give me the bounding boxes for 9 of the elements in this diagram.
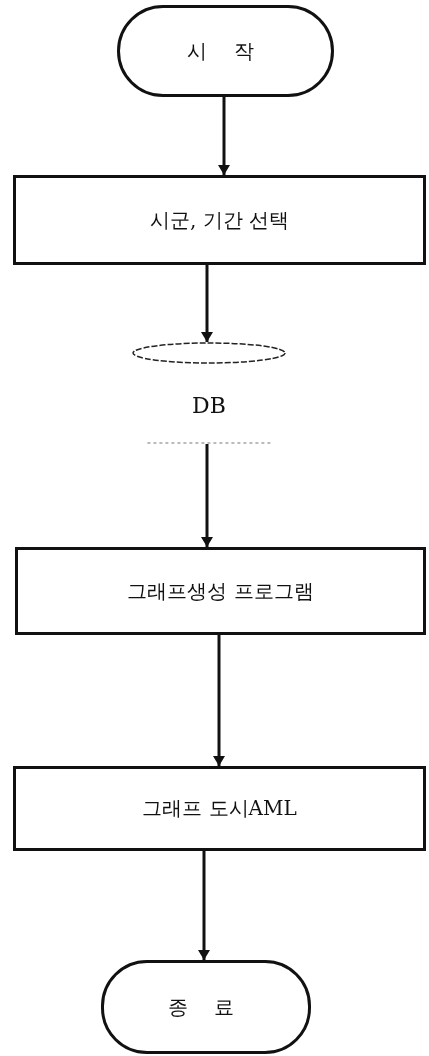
arrow bbox=[213, 635, 225, 766]
process-box: 시군, 기간 선택 bbox=[13, 175, 426, 265]
database-cylinder: DB bbox=[132, 342, 286, 444]
arrow bbox=[198, 851, 210, 960]
arrow bbox=[201, 265, 213, 342]
arrow bbox=[201, 444, 213, 547]
arrow bbox=[218, 97, 230, 175]
process-box: 그래프 도시AML bbox=[13, 766, 426, 851]
process-box: 그래프생성 프로그램 bbox=[15, 547, 426, 635]
